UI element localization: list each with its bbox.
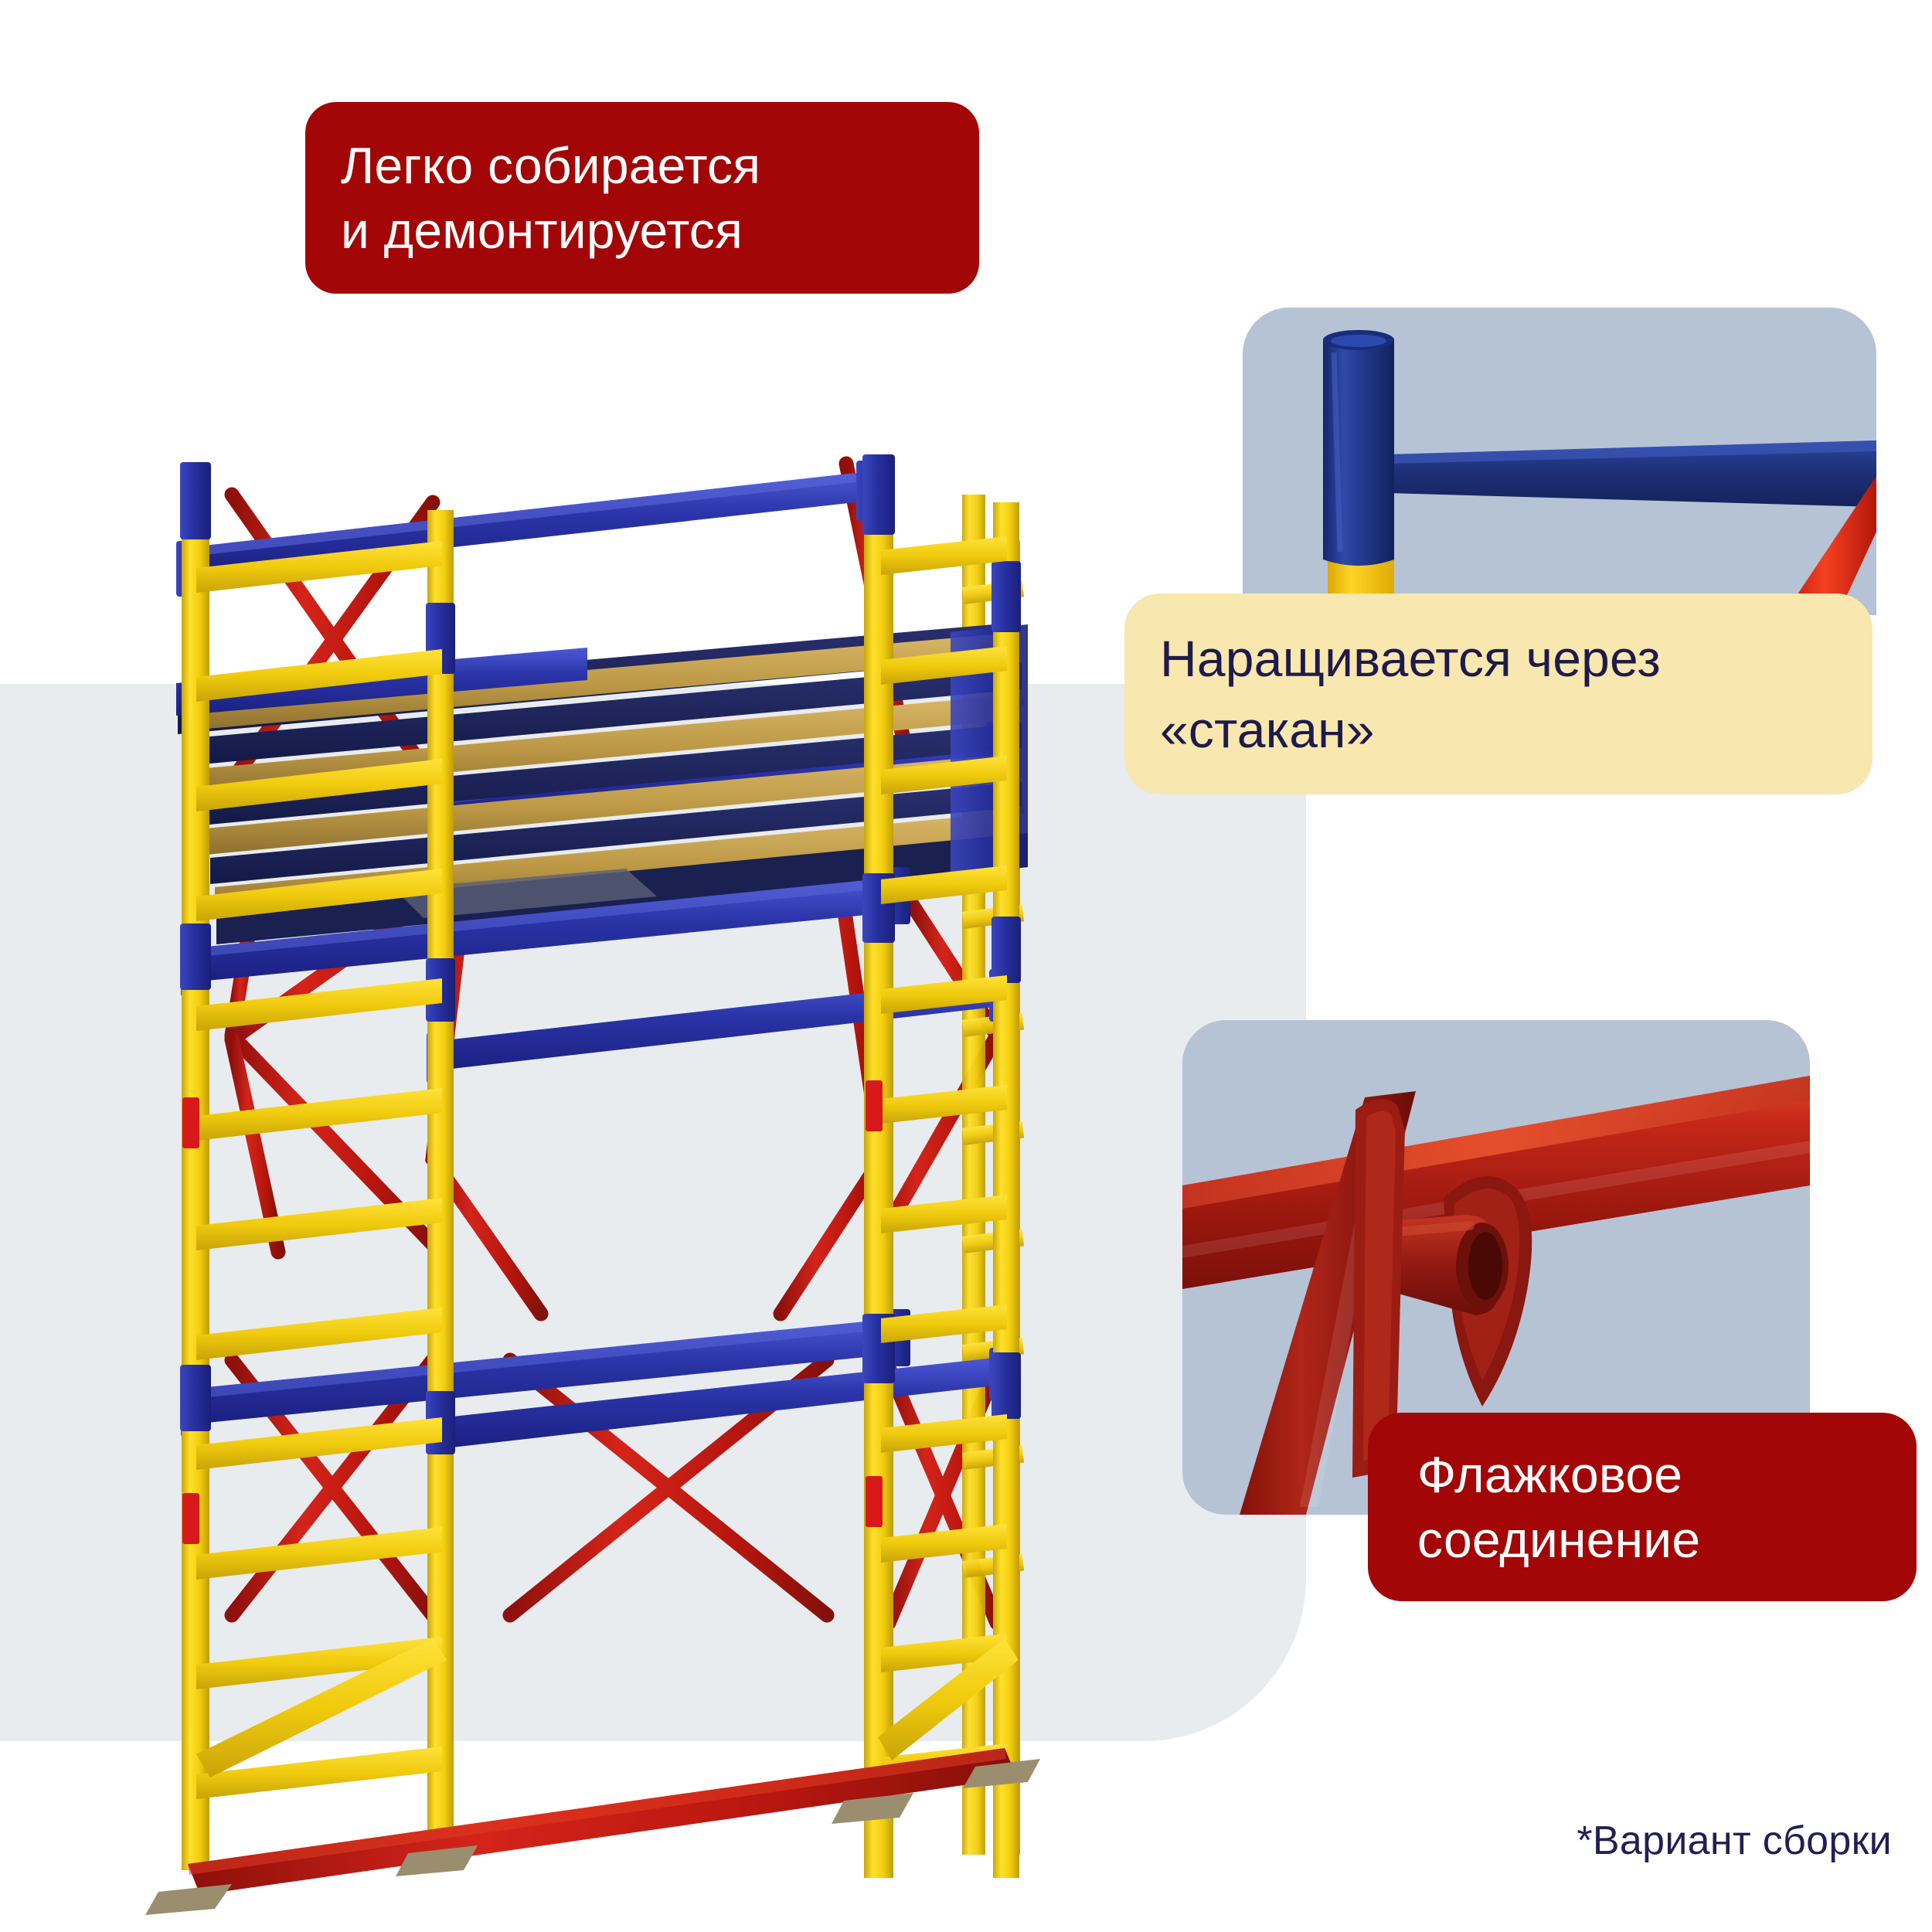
base-plate (145, 1759, 1040, 1915)
assembly-variant-footnote: *Вариант сборки (1577, 1818, 1892, 1863)
flag-front-plate (1352, 1099, 1405, 1478)
badge-cup-line1: Наращивается через (1160, 630, 1661, 687)
photo-flag-joint (1182, 1020, 1810, 1515)
badge-cup-extension: Наращивается через «стакан» (1124, 594, 1872, 794)
badge-flag-line1: Флажковое (1417, 1446, 1683, 1503)
cup-vertical-pipe (1323, 330, 1394, 566)
badge-easy-line1: Легко собирается (341, 137, 761, 194)
photo-cup-joint (1243, 308, 1876, 615)
badge-flag-connection: Флажковое соединение (1368, 1413, 1917, 1601)
badge-easy-assembly: Легко собирается и демонтируется (305, 102, 979, 294)
cup-red-diagonal (1784, 476, 1876, 615)
badge-flag-line2: соединение (1417, 1511, 1701, 1568)
badge-easy-line2: и демонтируется (341, 202, 743, 259)
cup-horizontal-bar (1334, 440, 1876, 507)
background-panel (0, 684, 1306, 1741)
badge-cup-line2: «стакан» (1160, 701, 1375, 758)
